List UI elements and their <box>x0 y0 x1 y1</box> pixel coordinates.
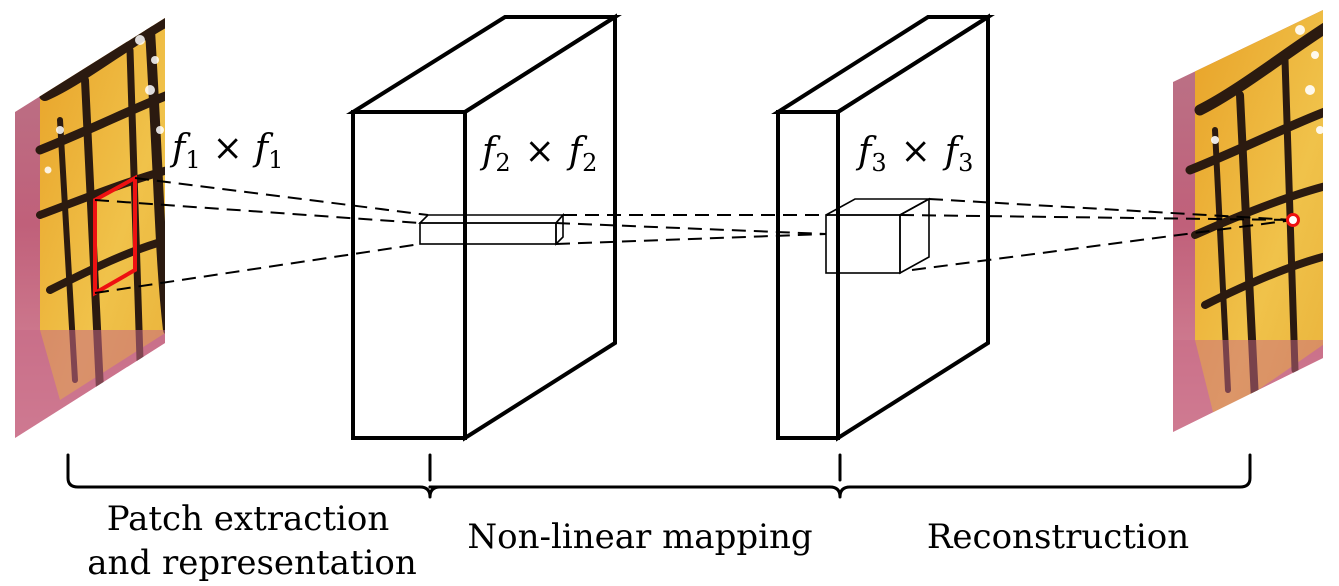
patch-cube-layer2 <box>825 197 930 275</box>
feature-maps-layer2 <box>771 13 995 442</box>
patch-vector-layer1 <box>418 212 565 246</box>
stage-label-patch-extraction-line2: and representation <box>87 543 417 583</box>
stage-label-nonlinear-mapping: Non-linear mapping <box>467 517 812 557</box>
filter-size-label-3: f3×f3 <box>855 131 973 177</box>
stage-brace-1 <box>66 453 442 499</box>
output-pixel-marker <box>1286 213 1300 227</box>
stage-brace-3 <box>848 453 1252 489</box>
input-patch-highlight <box>93 174 137 297</box>
projection-lines <box>94 177 1294 294</box>
stage-label-reconstruction: Reconstruction <box>927 517 1189 557</box>
stage-brace-2 <box>428 485 852 499</box>
input-image <box>15 18 165 438</box>
filter-size-label-1: f1×f1 <box>169 128 283 174</box>
feature-maps-layer1 <box>346 13 622 442</box>
stage-label-patch-extraction: Patch extraction <box>107 499 389 539</box>
